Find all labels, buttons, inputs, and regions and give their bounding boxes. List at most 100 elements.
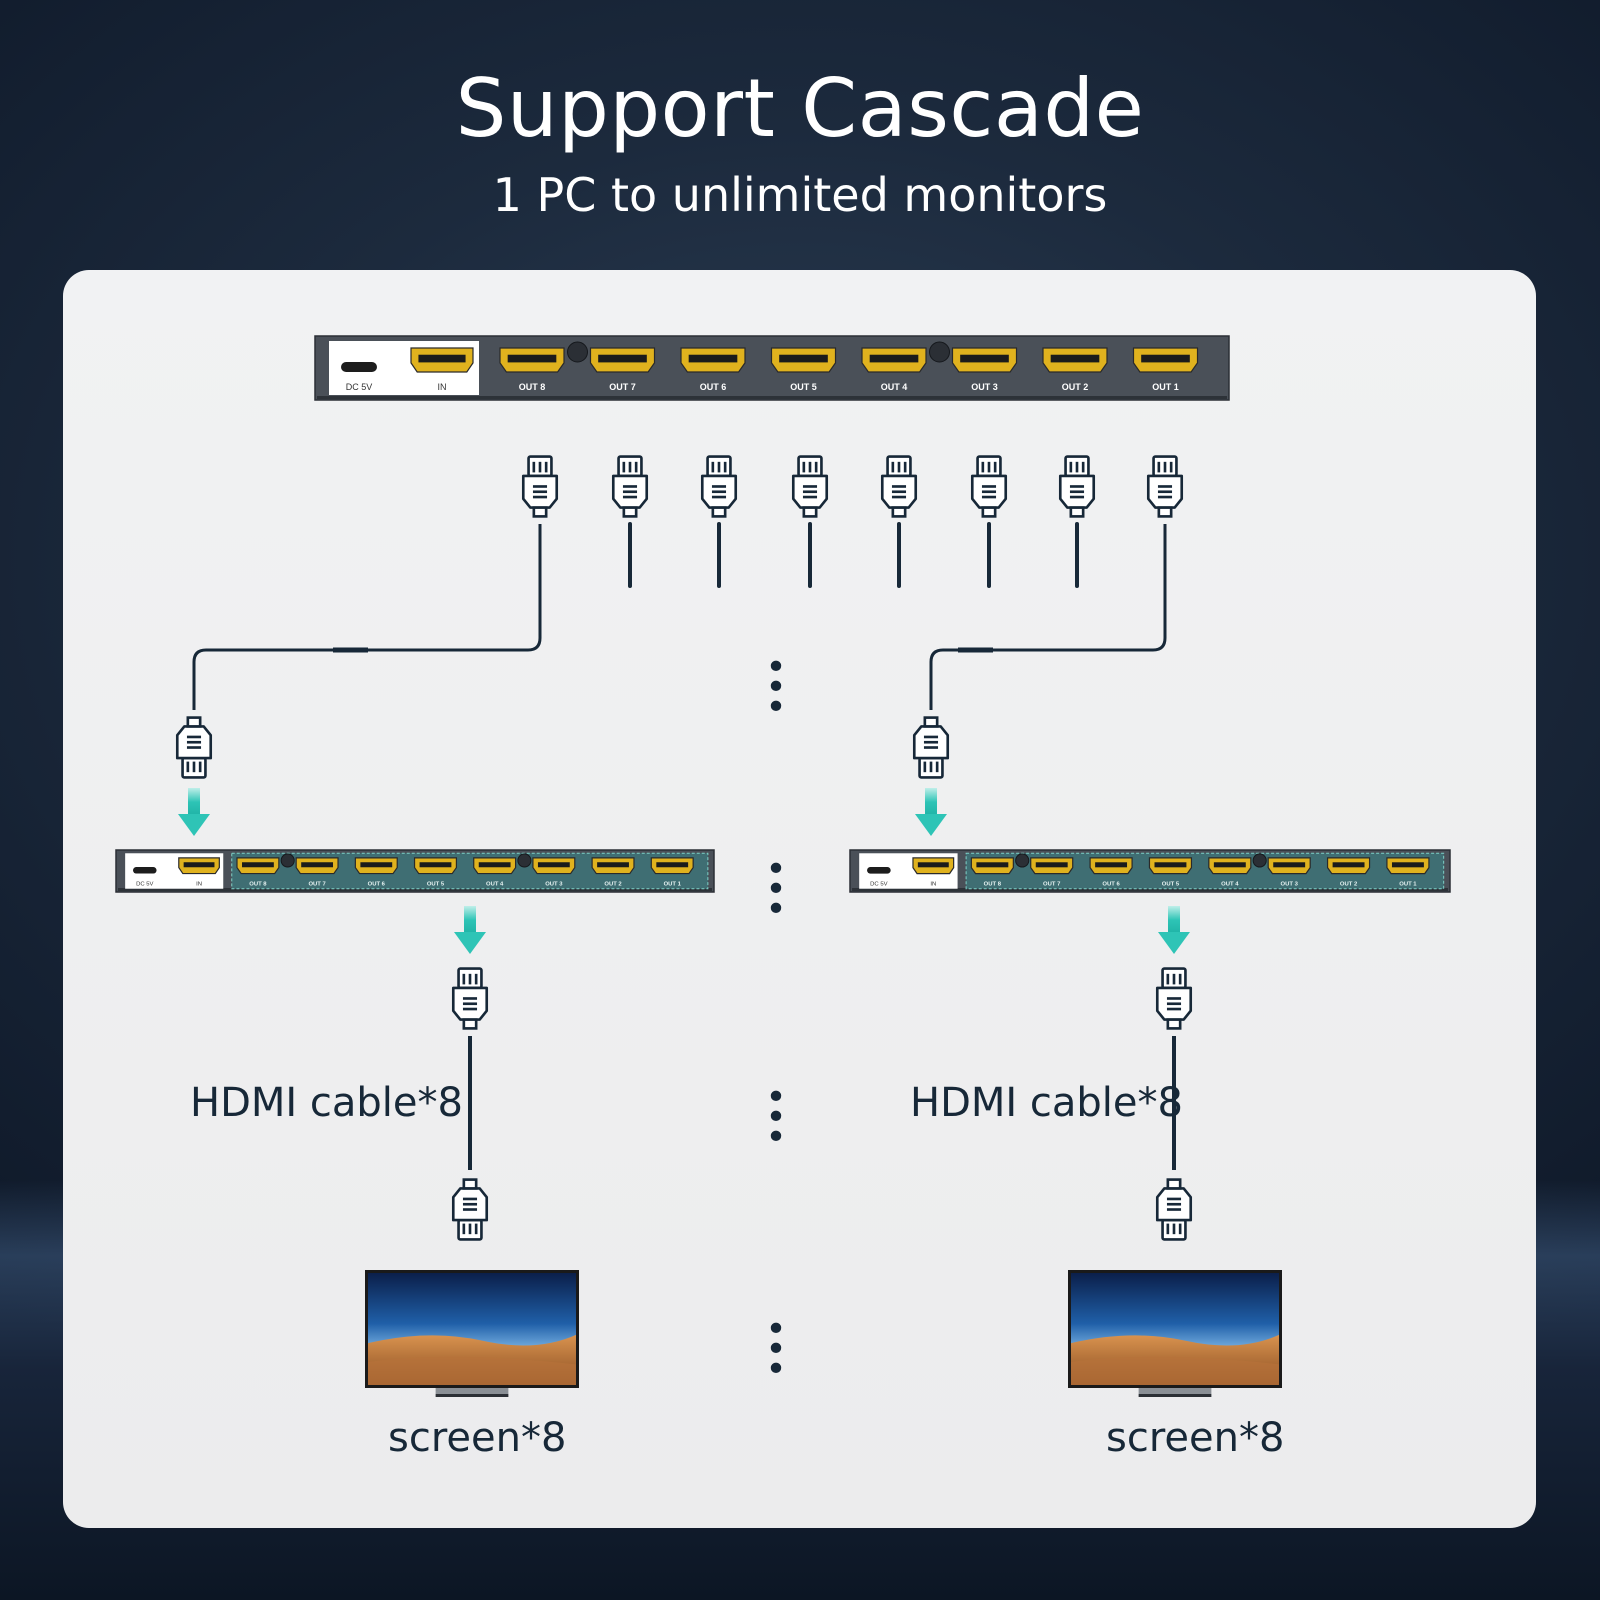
diagram-card: DC 5V IN OUT 8 OUT 7 OUT 6 OUT 5 OUT 4 OUT 3 OUT… xyxy=(63,270,1536,1528)
hdmi-connector-icon xyxy=(175,716,213,779)
splitter-right-screw xyxy=(1252,853,1267,868)
splitter-left-port-7 xyxy=(295,857,339,875)
hdmi-connector-icon xyxy=(451,1178,489,1241)
splitter-right-port-label-3: OUT 3 xyxy=(1281,881,1299,887)
splitter-left-port-label-8: OUT 8 xyxy=(249,881,267,887)
splitter-right-port-5 xyxy=(1148,857,1193,875)
page-subtitle: 1 PC to unlimited monitors xyxy=(492,168,1108,222)
main-splitter-port-4 xyxy=(861,347,927,373)
hdmi-connector-icon xyxy=(451,967,489,1030)
splitter-left-port-label-3: OUT 3 xyxy=(545,881,563,887)
hdmi-connector-icon xyxy=(1155,1178,1193,1241)
hdmi-connector-icon xyxy=(880,455,918,518)
main-splitter-port-5 xyxy=(770,347,837,373)
splitter-left-port-5 xyxy=(413,857,458,875)
monitor-icon xyxy=(365,1270,579,1397)
main-splitter-port-8 xyxy=(499,347,565,373)
main-splitter-in-port xyxy=(410,347,474,373)
main-splitter-port-label-6: OUT 6 xyxy=(700,382,727,392)
splitter-left-port-3 xyxy=(532,857,576,875)
splitter-left-port-1 xyxy=(650,857,694,875)
main-splitter-port-6 xyxy=(680,347,746,373)
main-splitter-port-label-8: OUT 8 xyxy=(519,382,546,392)
splitter-right-in-label: IN xyxy=(930,881,936,887)
hdmi-connector-icon xyxy=(791,455,829,518)
monitor-icon-stand xyxy=(435,1388,509,1394)
splitter-left-port-label-7: OUT 7 xyxy=(308,881,326,887)
main-splitter-port-2 xyxy=(1042,347,1108,373)
splitter-right-port-label-5: OUT 5 xyxy=(1162,881,1180,887)
splitter-left-port-label-1: OUT 1 xyxy=(664,881,682,887)
hdmi-connector-icon xyxy=(1058,455,1096,518)
splitter-right-port-label-7: OUT 7 xyxy=(1043,881,1061,887)
splitter-left-in-port xyxy=(178,857,220,875)
hdmi-cable-right-route xyxy=(929,524,1167,710)
main-splitter-port-label-1: OUT 1 xyxy=(1152,382,1179,392)
splitter-right-power-label: DC 5V xyxy=(870,881,887,887)
splitter-right-in-port xyxy=(912,857,955,875)
hdmi-connector-icon xyxy=(1155,1178,1193,1241)
splitter-left-port-8 xyxy=(236,857,280,875)
main-splitter-screw xyxy=(929,341,950,363)
splitter-left-port-2 xyxy=(591,857,635,875)
cable-label-right: HDMI cable*8 xyxy=(910,1080,1183,1126)
main-splitter-port-label-4: OUT 4 xyxy=(881,382,908,392)
monitor-icon-stand xyxy=(1138,1388,1212,1394)
screen-label-right: screen*8 xyxy=(1106,1415,1285,1461)
cascade-diagram: DC 5V IN OUT 8 OUT 7 OUT 6 OUT 5 OUT 4 OUT 3 OUT… xyxy=(115,335,1451,1397)
splitter-right-port-label-2: OUT 2 xyxy=(1340,881,1358,887)
splitter-right-screw xyxy=(1015,853,1030,868)
splitter-right-port-6 xyxy=(1089,857,1133,875)
splitter-left-power-port xyxy=(133,867,157,874)
splitter-right-port-label-4: OUT 4 xyxy=(1221,881,1239,887)
ellipsis-2: • • • xyxy=(765,849,791,930)
ellipsis-4: • • • xyxy=(765,1309,791,1390)
splitter-left-port-label-2: OUT 2 xyxy=(604,881,622,887)
splitter-right-power-port xyxy=(867,867,891,874)
splitter-left-power-label: DC 5V xyxy=(136,881,153,887)
splitter-left-port-6 xyxy=(354,857,398,875)
hdmi-connector-icon xyxy=(1155,967,1193,1030)
hdmi-connector-icon xyxy=(1146,455,1184,518)
splitter-right-port-7 xyxy=(1030,857,1074,875)
splitter-right-port-2 xyxy=(1326,857,1371,875)
hdmi-connector-icon xyxy=(451,1178,489,1241)
splitter-right-port-4 xyxy=(1208,857,1252,875)
main-splitter-port-label-2: OUT 2 xyxy=(1062,382,1089,392)
splitter-right-port-label-1: OUT 1 xyxy=(1399,881,1417,887)
splitter-right-port-8 xyxy=(970,857,1014,875)
hdmi-connector-icon xyxy=(175,716,213,779)
hdmi-connector-icon xyxy=(912,716,950,779)
splitter-left-screw xyxy=(517,853,532,868)
ellipsis-3: • • • xyxy=(765,1077,791,1158)
cable-label-left: HDMI cable*8 xyxy=(190,1080,463,1126)
screen-label-left: screen*8 xyxy=(388,1415,567,1461)
splitter-right-port-1 xyxy=(1386,857,1430,875)
splitter-left-port-label-5: OUT 5 xyxy=(427,881,445,887)
splitter-left-port-4 xyxy=(473,857,517,875)
main-splitter-port-label-3: OUT 3 xyxy=(971,382,998,392)
hdmi-connector-icon xyxy=(521,455,559,518)
hdmi-connector-icon xyxy=(912,716,950,779)
hdmi-connector-icon xyxy=(700,455,738,518)
main-splitter-in-label: IN xyxy=(438,382,447,392)
cable-layer xyxy=(192,522,1176,1170)
main-splitter-port-label-7: OUT 7 xyxy=(609,382,636,392)
device-layer: DC 5V IN OUT 8 OUT 7 OUT 6 OUT 5 OUT 4 OUT 3 OUT… xyxy=(115,335,1451,1397)
main-splitter-port-1 xyxy=(1132,347,1199,373)
main-splitter-port-7 xyxy=(589,347,656,373)
monitor-icon xyxy=(1068,1270,1282,1397)
splitter-left-screw xyxy=(280,853,295,868)
hdmi-connector-icon xyxy=(611,455,649,518)
splitter-right-port-label-8: OUT 8 xyxy=(984,881,1002,887)
main-splitter-power-port xyxy=(341,362,377,372)
hdmi-cable-left-route xyxy=(192,524,542,710)
splitter-left-port-label-4: OUT 4 xyxy=(486,881,504,887)
splitter-right-port-label-6: OUT 6 xyxy=(1102,881,1120,887)
main-splitter-power-label: DC 5V xyxy=(346,382,373,392)
main-splitter-port-3 xyxy=(951,347,1018,373)
arrow-down-icon xyxy=(915,788,947,836)
arrow-down-icon xyxy=(1158,906,1190,954)
splitter-left-in-label: IN xyxy=(196,881,202,887)
